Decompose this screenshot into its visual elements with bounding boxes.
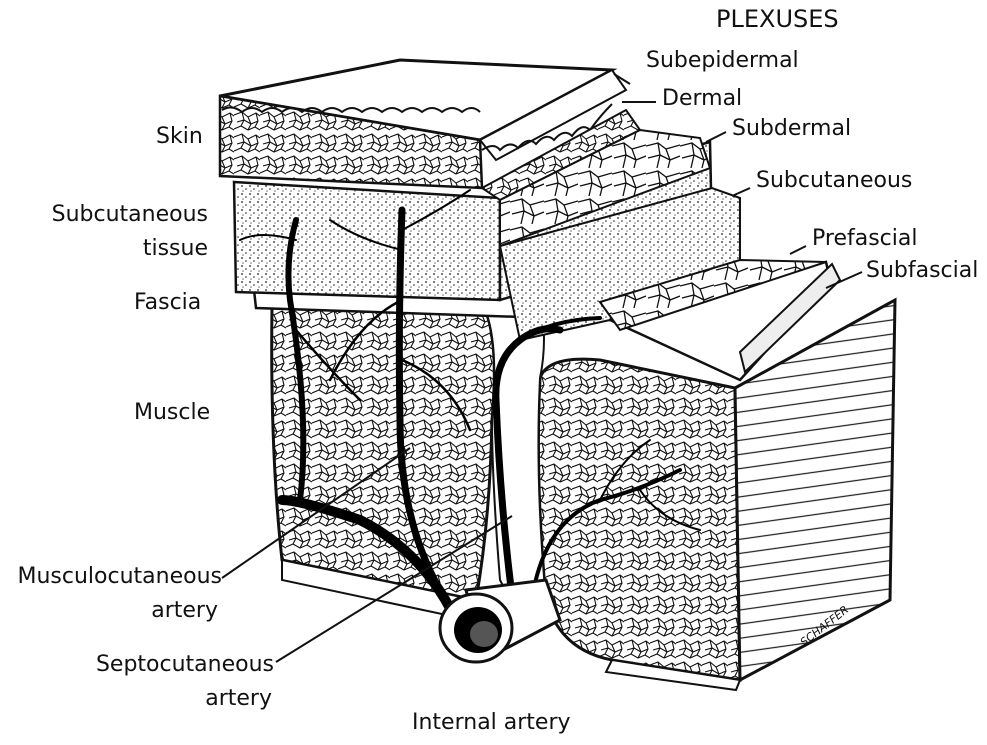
label-prefascial: Prefascial [812, 226, 917, 252]
label-internal-artery: Internal artery [412, 710, 571, 736]
label-septocutaneous-2: artery [30, 686, 272, 712]
label-subcutaneous-tissue-1: Subcutaneous [30, 202, 208, 228]
label-subcutaneous-tissue-2: tissue [30, 236, 208, 262]
plexuses-heading: PLEXUSES [716, 6, 839, 32]
label-fascia: Fascia [134, 290, 201, 316]
label-subdermal: Subdermal [732, 116, 851, 142]
label-dermal: Dermal [662, 86, 742, 112]
label-skin: Skin [156, 124, 203, 150]
label-musculocutaneous-2: artery [4, 598, 218, 624]
label-subcutaneous-plexus: Subcutaneous [756, 168, 912, 194]
label-septocutaneous-1: Septocutaneous [30, 652, 274, 678]
label-subfascial: Subfascial [866, 258, 978, 284]
label-subepidermal: Subepidermal [646, 48, 799, 74]
label-musculocutaneous-1: Musculocutaneous [4, 564, 222, 590]
label-muscle: Muscle [134, 400, 210, 426]
